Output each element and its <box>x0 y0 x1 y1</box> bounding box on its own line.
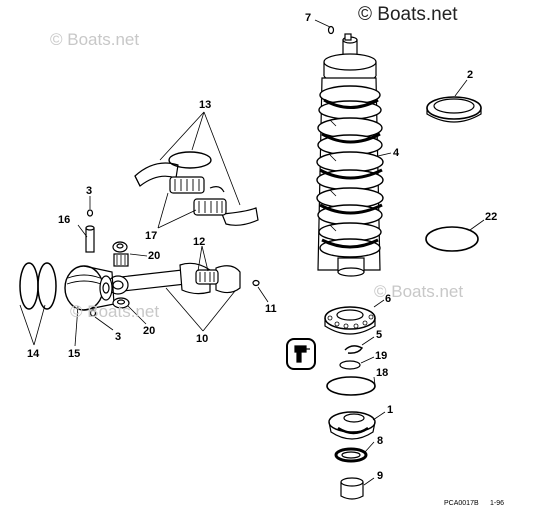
callout-6[interactable]: 6 <box>385 293 392 305</box>
pin-retainer-clip-top[interactable] <box>86 209 94 217</box>
needle-bearing-cage-upper[interactable] <box>169 176 205 194</box>
callout-7[interactable]: 7 <box>305 12 312 24</box>
oil-seal[interactable] <box>334 447 368 463</box>
watermark: © Boats.net <box>358 4 458 25</box>
retainer-ring[interactable] <box>168 151 212 169</box>
callout-9[interactable]: 9 <box>377 470 384 482</box>
watermark: © Boats.net <box>50 30 140 49</box>
callout-22[interactable]: 22 <box>485 211 498 223</box>
thrust-washer-lower[interactable] <box>112 297 130 309</box>
callout-13[interactable]: 13 <box>199 99 212 111</box>
callout-5[interactable]: 5 <box>376 329 383 341</box>
callout-17[interactable]: 17 <box>145 230 158 242</box>
piston[interactable] <box>64 265 115 311</box>
callout-4[interactable]: 4 <box>393 147 400 159</box>
sealant-tube-icon <box>286 338 316 370</box>
needle-bearing-cage-lower[interactable] <box>193 198 227 216</box>
watermark: © Boats.net <box>70 302 160 321</box>
ball-bearing[interactable] <box>324 306 376 335</box>
callout-20-top[interactable]: 20 <box>148 250 161 262</box>
callout-19[interactable]: 19 <box>375 350 388 362</box>
pin[interactable] <box>327 25 335 35</box>
figure-code: PCA0017B <box>444 500 479 507</box>
leader-lines <box>19 19 485 486</box>
piston-rings[interactable] <box>19 262 57 310</box>
callout-10[interactable]: 10 <box>196 333 209 345</box>
figure-date: 1-96 <box>490 500 505 507</box>
pin-retainer-clip-bottom[interactable] <box>89 309 97 317</box>
watermark: © Boats.net <box>374 282 464 301</box>
piston-pin[interactable] <box>85 225 95 253</box>
o-ring-lower[interactable] <box>326 376 376 396</box>
callout-16[interactable]: 16 <box>58 214 71 226</box>
thrust-washer[interactable] <box>339 360 361 370</box>
needle-bearing-bushing[interactable] <box>340 477 364 500</box>
callout-14[interactable]: 14 <box>27 348 40 360</box>
o-ring[interactable] <box>425 226 479 252</box>
callout-15[interactable]: 15 <box>68 348 81 360</box>
callout-3-bottom[interactable]: 3 <box>115 331 122 343</box>
bearing-clip[interactable] <box>209 186 225 193</box>
thrust-washer-upper[interactable] <box>112 241 128 253</box>
lower-bearing-housing[interactable] <box>328 411 376 440</box>
callout-18[interactable]: 18 <box>376 367 389 379</box>
rod-bolt[interactable] <box>252 279 260 287</box>
bearing-race-upper-right[interactable] <box>221 207 259 226</box>
callout-20-bottom[interactable]: 20 <box>143 325 156 337</box>
callout-2[interactable]: 2 <box>467 69 474 81</box>
callout-8[interactable]: 8 <box>377 435 384 447</box>
connecting-rod[interactable] <box>107 262 241 295</box>
retaining-ring[interactable] <box>344 345 364 354</box>
seal-ring[interactable] <box>426 96 482 123</box>
callout-3-top[interactable]: 3 <box>86 185 93 197</box>
rod-needle-bearing[interactable] <box>195 269 219 285</box>
wrist-pin-needle-bearing[interactable] <box>113 253 129 267</box>
crankshaft[interactable] <box>316 33 384 277</box>
callout-12[interactable]: 12 <box>193 236 206 248</box>
callout-1[interactable]: 1 <box>387 404 394 416</box>
callout-11[interactable]: 11 <box>265 303 277 315</box>
